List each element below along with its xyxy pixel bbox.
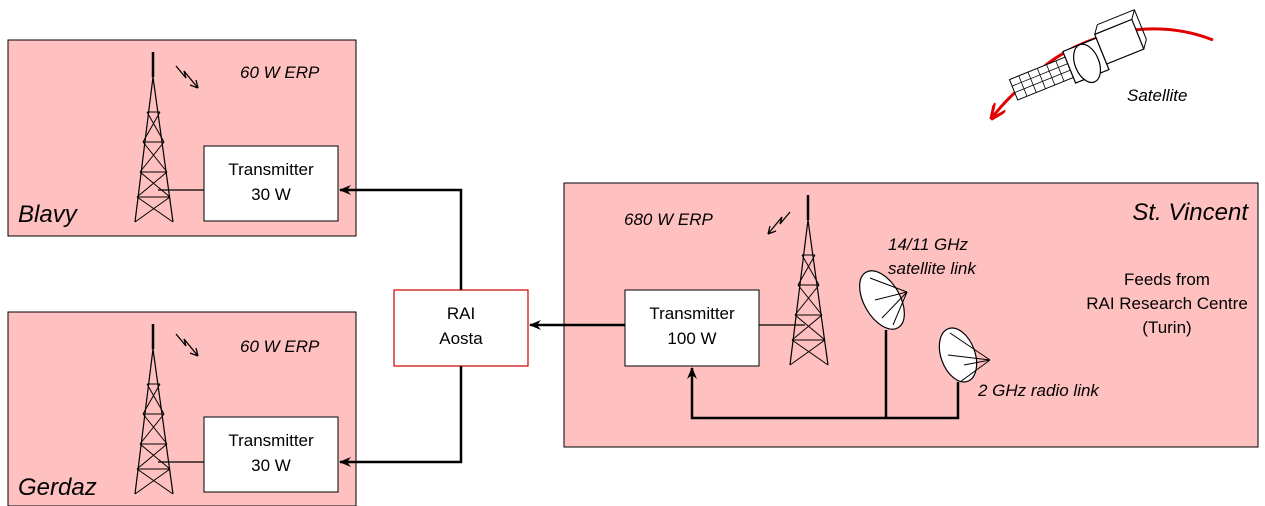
orbit-arrow-icon [992, 27, 1214, 118]
distribution-links [339, 185, 463, 467]
feeds-line2: RAI Research Centre [1086, 294, 1248, 313]
site-st-vincent: St. Vincent 680 W ERP Transmitter 100 W … [563, 182, 1259, 448]
rai-aosta-line1: RAI [447, 304, 475, 323]
feeds-line1: Feeds from [1124, 270, 1210, 289]
gerdaz-transmitter-box [203, 416, 339, 493]
satellite-dish-icon [859, 270, 908, 330]
gerdaz-tx-label: Transmitter [228, 431, 314, 450]
satellite-icon: Satellite [992, 9, 1214, 118]
satellite-label: Satellite [1127, 86, 1187, 105]
blavy-tx-power: 30 W [251, 185, 291, 204]
st-vincent-site-name: St. Vincent [1132, 199, 1249, 226]
satellite-link-freq: 14/11 GHz [888, 235, 969, 254]
site-gerdaz: 60 W ERP Transmitter 30 W Gerdaz [7, 311, 357, 506]
rai-aosta-node: RAI Aosta [393, 289, 529, 367]
satellite-link-label: satellite link [888, 259, 977, 278]
site-blavy: 60 W ERP Transmitter 30 W Blavy [7, 39, 357, 237]
st-vincent-tx-label: Transmitter [649, 304, 735, 323]
gerdaz-site-name: Gerdaz [18, 474, 97, 501]
blavy-tx-label: Transmitter [228, 160, 314, 179]
st-vincent-transmitter-box [624, 289, 760, 367]
feeds-line3: (Turin) [1142, 318, 1191, 337]
gerdaz-tx-power: 30 W [251, 456, 291, 475]
blavy-transmitter-box [203, 145, 339, 222]
blavy-erp: 60 W ERP [240, 63, 320, 82]
st-vincent-tx-power: 100 W [667, 329, 716, 348]
gerdaz-erp: 60 W ERP [240, 337, 320, 356]
st-vincent-erp: 680 W ERP [624, 210, 713, 229]
rai-aosta-line2: Aosta [439, 329, 483, 348]
radio-link-dish-icon [938, 327, 991, 383]
blavy-site-name: Blavy [18, 201, 79, 228]
radio-link-label: 2 GHz radio link [977, 381, 1100, 400]
